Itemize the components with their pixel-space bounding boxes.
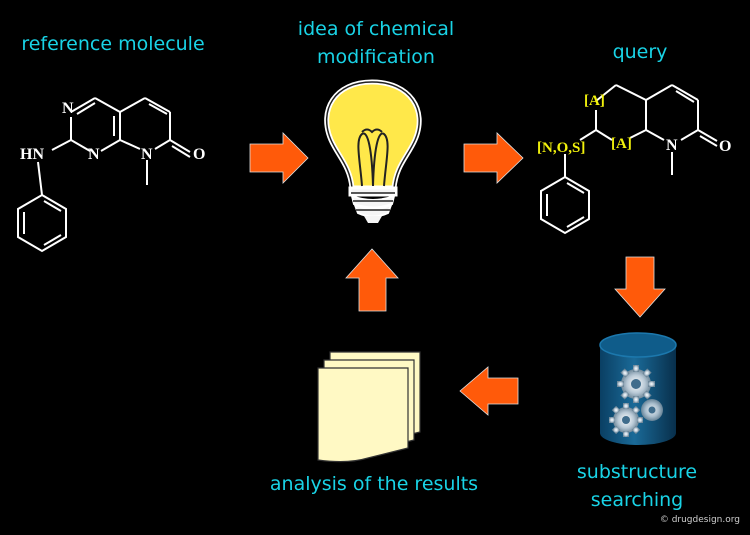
query-atom-a2: [A] — [611, 136, 632, 152]
query-atom-o: O — [719, 138, 731, 155]
reference-molecule — [17, 97, 191, 253]
results-documents-icon — [317, 351, 421, 463]
ref-atom-n1: N — [62, 100, 74, 117]
ref-atom-o: O — [193, 146, 205, 163]
idea-label-line2: modification — [317, 46, 435, 68]
idea-label-line1: idea of chemical — [297, 18, 455, 40]
arrow-right-1 — [249, 132, 309, 184]
lightbulb-icon — [324, 79, 422, 223]
reference-atom-labels: N N N HN O — [20, 100, 205, 163]
gear-icon — [609, 365, 663, 437]
arrow-up — [345, 248, 399, 312]
substructure-searching-label: substructure searching — [562, 458, 712, 514]
reference-molecule-label: reference molecule — [21, 33, 205, 55]
ref-atom-n3: N — [141, 146, 153, 163]
ref-atom-n2: N — [88, 146, 100, 163]
query-molecule — [540, 84, 718, 235]
query-atom-n: N — [666, 137, 678, 154]
analysis-label: analysis of the results — [269, 473, 479, 495]
query-label: query — [612, 41, 668, 63]
idea-label: idea of chemical modification — [262, 15, 490, 71]
query-atom-nos: [N,O,S] — [537, 140, 585, 156]
query-atom-a1: [A] — [584, 93, 605, 109]
flow-arrows — [249, 132, 666, 416]
substructure-label-line2: searching — [590, 489, 684, 511]
copyright-text: © drugdesign.org — [659, 515, 740, 525]
ref-atom-hn: HN — [20, 146, 44, 163]
substructure-label-line1: substructure — [576, 461, 698, 483]
database-icon — [599, 332, 677, 445]
arrow-left — [459, 366, 519, 416]
arrow-right-2 — [463, 132, 524, 184]
query-atom-labels: [A] [A] [N,O,S] N O — [537, 93, 731, 156]
arrow-down — [614, 256, 666, 318]
